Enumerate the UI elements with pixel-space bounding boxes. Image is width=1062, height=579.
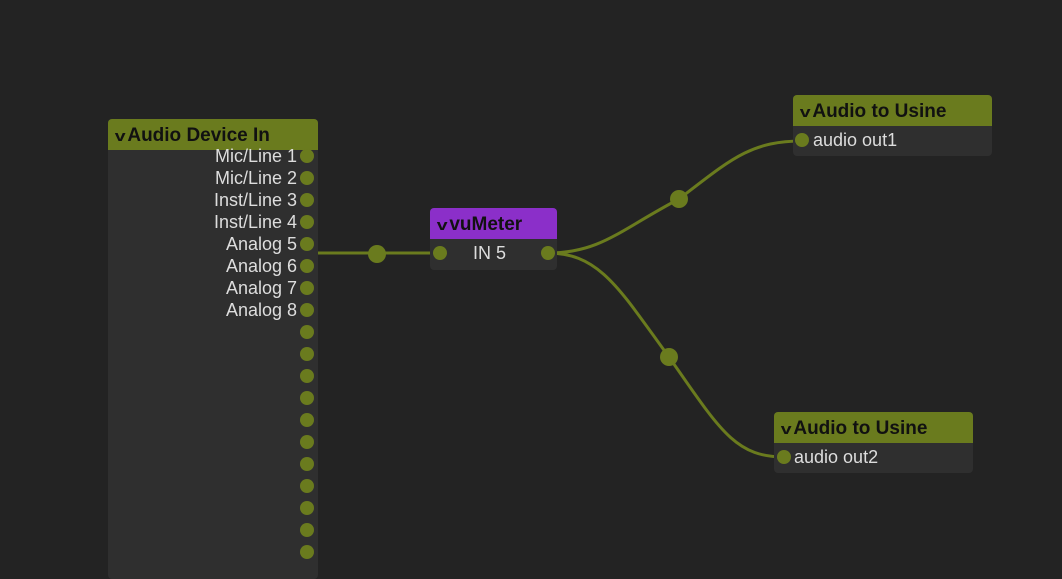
wire-handle[interactable] [368, 245, 386, 263]
output-port[interactable] [300, 303, 314, 317]
port-label: audio out1 [813, 130, 898, 150]
output-port[interactable] [300, 149, 314, 163]
node-header[interactable]: vvuMeter [430, 208, 557, 239]
port-label: IN 5 [473, 243, 507, 263]
output-port[interactable] [300, 457, 314, 471]
wire-handle[interactable] [660, 348, 678, 366]
node-audio-to-usine-2[interactable]: vAudio to Usine audio out2 [774, 412, 973, 473]
output-port[interactable] [300, 501, 314, 515]
node-audio-to-usine-1[interactable]: vAudio to Usine audio out1 [793, 95, 992, 156]
input-port[interactable] [777, 450, 791, 464]
port-label: audio out2 [794, 447, 879, 467]
output-port[interactable] [300, 215, 314, 229]
output-port[interactable] [300, 171, 314, 185]
wires [307, 139, 803, 459]
node-header[interactable]: vAudio to Usine [793, 95, 992, 126]
wire-handle[interactable] [670, 190, 688, 208]
chevron-down-icon[interactable]: v [799, 104, 811, 121]
port-label: Analog 6 [225, 256, 297, 276]
output-port[interactable] [541, 246, 555, 260]
node-title: vuMeter [449, 214, 523, 235]
output-port[interactable] [300, 325, 314, 339]
port-label: Analog 5 [225, 234, 297, 254]
port-label: Mic/Line 1 [214, 146, 297, 166]
node-title: Audio Device In [127, 125, 270, 146]
node-vumeter[interactable]: vvuMeter IN 5 [430, 208, 557, 270]
output-port[interactable] [300, 259, 314, 273]
output-port[interactable] [300, 281, 314, 295]
output-port[interactable] [300, 435, 314, 449]
output-port[interactable] [300, 391, 314, 405]
input-port[interactable] [433, 246, 447, 260]
port-label: Inst/Line 3 [213, 190, 297, 210]
output-port[interactable] [300, 369, 314, 383]
chevron-down-icon[interactable]: v [436, 217, 448, 234]
input-port[interactable] [795, 133, 809, 147]
output-port[interactable] [300, 193, 314, 207]
output-port[interactable] [300, 479, 314, 493]
node-title: Audio to Usine [812, 101, 947, 122]
port-label: Analog 8 [225, 300, 297, 320]
output-port[interactable] [300, 523, 314, 537]
output-port[interactable] [300, 413, 314, 427]
output-port[interactable] [300, 545, 314, 559]
port-label: Mic/Line 2 [214, 168, 297, 188]
chevron-down-icon[interactable]: v [114, 128, 126, 145]
node-header[interactable]: vAudio to Usine [774, 412, 973, 443]
output-port[interactable] [300, 237, 314, 251]
node-header[interactable]: vAudio Device In [108, 119, 318, 150]
chevron-down-icon[interactable]: v [780, 421, 792, 438]
port-label: Analog 7 [225, 278, 297, 298]
port-label: Inst/Line 4 [213, 212, 297, 232]
output-port[interactable] [300, 347, 314, 361]
node-title: Audio to Usine [793, 418, 928, 439]
